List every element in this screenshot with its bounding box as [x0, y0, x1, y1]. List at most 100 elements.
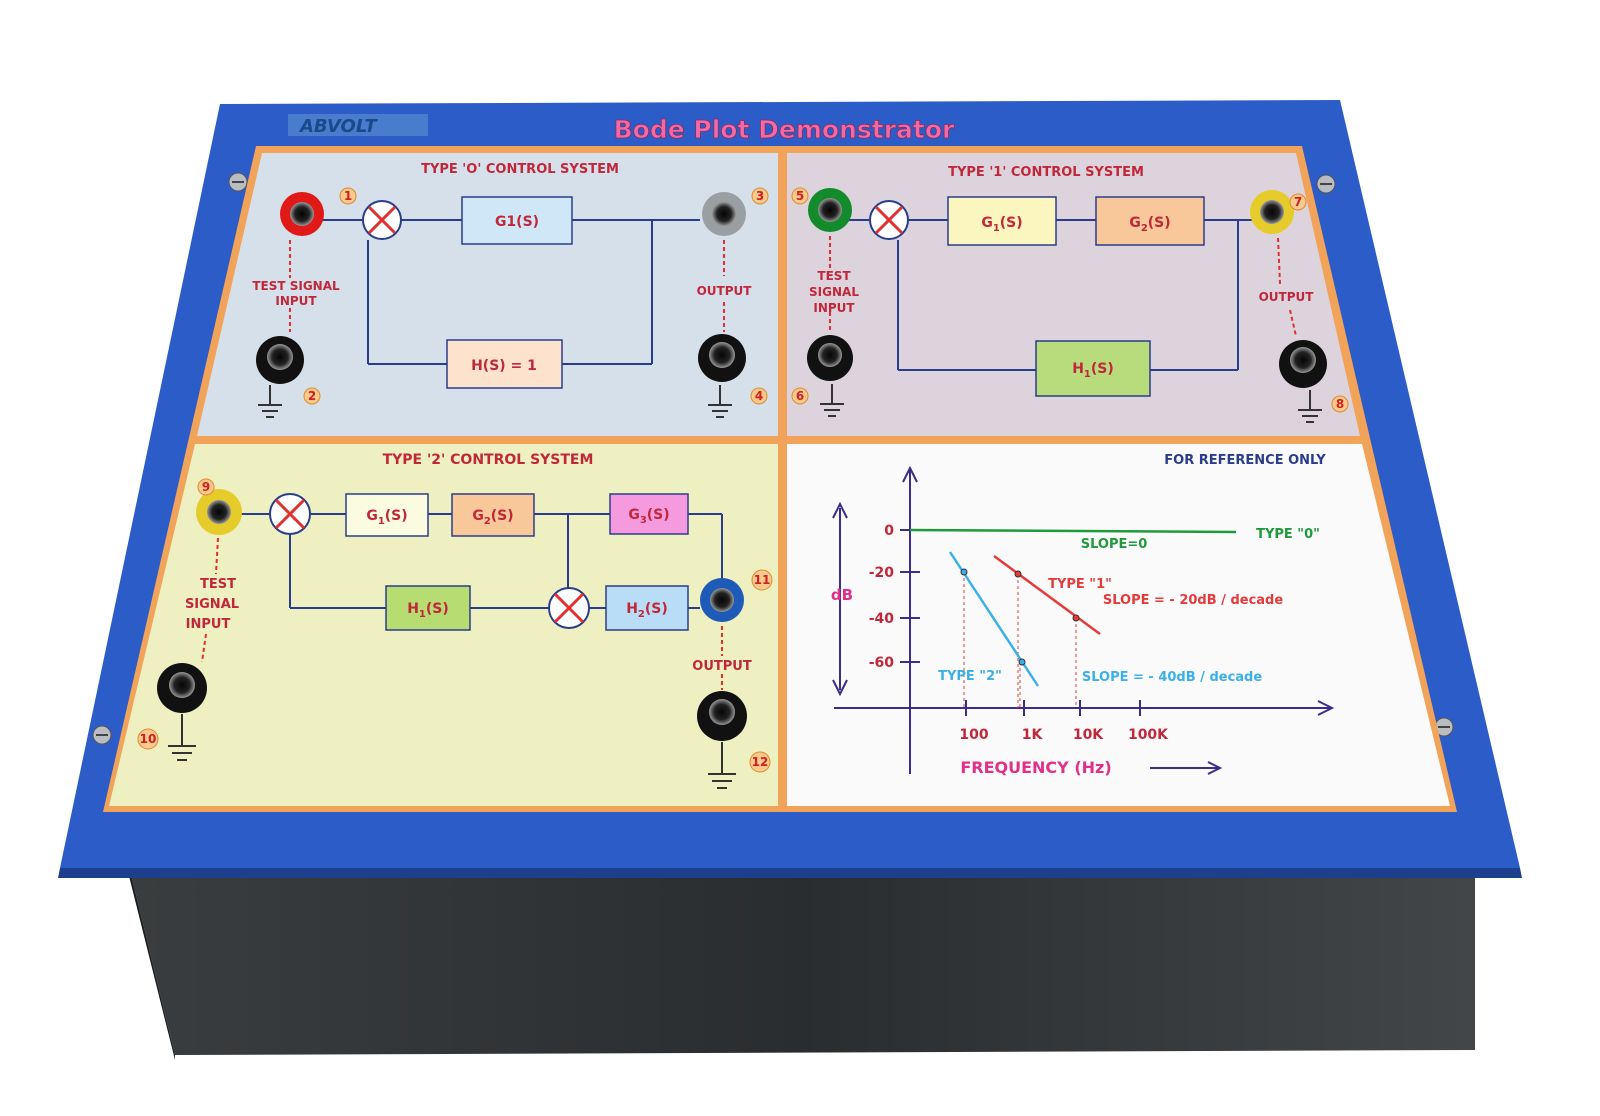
- input-label: INPUT: [186, 617, 231, 632]
- h1-label: H1(S): [1072, 361, 1114, 380]
- ground-socket-black[interactable]: [256, 336, 304, 384]
- brand-text: ABVOLT: [298, 116, 378, 137]
- type2-label: TYPE "2": [938, 669, 1002, 684]
- input-label: INPUT: [275, 294, 317, 308]
- type1-guides: [1017, 574, 1077, 708]
- output-label: OUTPUT: [692, 659, 752, 674]
- ground-socket-black[interactable]: [807, 335, 853, 381]
- type1-heading: TYPE '1' CONTROL SYSTEM: [948, 165, 1144, 180]
- output-socket-blue[interactable]: [700, 578, 744, 622]
- type2-heading: TYPE '2' CONTROL SYSTEM: [383, 452, 594, 468]
- input-label: TEST: [200, 577, 236, 592]
- enclosure-box: [128, 870, 1475, 1060]
- type1-wiring: [846, 219, 1252, 371]
- type2-point: [1018, 658, 1026, 666]
- h-label: H(S) = 1: [471, 358, 537, 374]
- terminal-number: 1: [344, 189, 352, 203]
- ground-icon: [258, 385, 282, 418]
- input-socket-red[interactable]: [280, 192, 324, 236]
- input-label: SIGNAL: [809, 285, 859, 299]
- summing-junction-icon: [869, 200, 909, 240]
- x-tick-label: 100K: [1128, 727, 1169, 743]
- terminal-number: 11: [754, 573, 771, 587]
- ground-socket-black[interactable]: [157, 663, 207, 713]
- type1-bg: [787, 153, 1360, 436]
- h-block: [446, 339, 563, 389]
- input-socket-yellow[interactable]: [196, 489, 242, 535]
- type0-section: TYPE 'O' CONTROL SYSTEM G1(S) H(S) = 1: [252, 162, 769, 418]
- input-label: TEST SIGNAL: [252, 279, 340, 293]
- signal-arrows: [201, 537, 723, 690]
- ground-icon: [1298, 390, 1322, 423]
- g1-label: G1(S): [495, 214, 539, 230]
- reference-bg: [787, 444, 1450, 806]
- input-label: TEST: [817, 269, 851, 283]
- screw-icon: [228, 172, 248, 192]
- terminal-number: 4: [755, 389, 763, 403]
- terminal-number: 2: [308, 389, 316, 403]
- terminal-number: 12: [752, 755, 769, 769]
- screw-icon: [92, 725, 112, 745]
- y-axis-label: dB: [831, 586, 853, 604]
- type2-slope: SLOPE = - 40dB / decade: [1082, 670, 1263, 685]
- header: ABVOLT Bode Plot Demonstrator: [288, 114, 955, 144]
- output-label: OUTPUT: [1259, 290, 1315, 304]
- output-label: OUTPUT: [697, 284, 753, 298]
- plot-axes: [832, 465, 1335, 775]
- x-tick-label: 100: [959, 727, 988, 743]
- output-socket-yellow[interactable]: [1250, 190, 1294, 234]
- output-ground-socket-black[interactable]: [1279, 340, 1327, 388]
- signal-arrows: [289, 240, 725, 332]
- input-label: INPUT: [813, 301, 855, 315]
- type0-bg: [197, 153, 778, 436]
- h1-block: [385, 585, 471, 631]
- terminal-number: 3: [756, 189, 764, 203]
- type1-curve: [993, 554, 1101, 636]
- terminal-number: 9: [202, 480, 210, 494]
- g3-block: [609, 493, 689, 535]
- summing-junction-icon: [362, 200, 402, 240]
- type2-guides: [963, 572, 1021, 708]
- screws: [92, 172, 1454, 745]
- x-tick-label: 10K: [1073, 727, 1104, 743]
- g2-label: G2(S): [1129, 215, 1170, 234]
- signal-arrows: [829, 236, 1297, 337]
- y-tick-label: -60: [869, 655, 895, 671]
- terminal-number: 7: [1294, 195, 1302, 209]
- reference-section: FOR REFERENCE ONLY dB FREQUENCY (Hz) 0-2…: [831, 453, 1335, 777]
- h2-block: [605, 585, 689, 631]
- page-title: Bode Plot Demonstrator: [614, 115, 955, 144]
- summing-junction-icon: [269, 493, 311, 535]
- terminal-number: 8: [1336, 397, 1344, 411]
- y-tick-label: -20: [869, 565, 895, 581]
- g2-block: [451, 493, 535, 537]
- type1-label: TYPE "1": [1048, 577, 1112, 592]
- h2-label: H2(S): [626, 601, 668, 620]
- g2-block: [1095, 196, 1205, 246]
- type1-slope: SLOPE = - 20dB / decade: [1103, 593, 1284, 608]
- type0-label: TYPE "0": [1256, 527, 1320, 542]
- input-socket-green[interactable]: [808, 188, 852, 232]
- g3-label: G3(S): [628, 507, 669, 526]
- summing-junction-icon: [548, 587, 590, 629]
- h1-block: [1035, 340, 1151, 397]
- screw-icon: [1316, 174, 1336, 194]
- output-socket-grey[interactable]: [702, 192, 746, 236]
- terminal-number: 10: [140, 732, 157, 746]
- terminal-number: 6: [796, 389, 804, 403]
- type2-wiring: [238, 513, 723, 609]
- reference-note: FOR REFERENCE ONLY: [1164, 453, 1326, 468]
- type1-point: [1072, 614, 1080, 622]
- x-axis-label: FREQUENCY (Hz): [960, 758, 1111, 777]
- g1-block: [461, 196, 573, 245]
- output-ground-socket-black[interactable]: [697, 691, 747, 741]
- g1-label: G1(S): [366, 508, 407, 527]
- type0-wiring: [318, 219, 700, 365]
- type0-slope: SLOPE=0: [1081, 537, 1148, 552]
- y-ticks: 0-20-40-60: [869, 523, 920, 671]
- output-ground-socket-black[interactable]: [698, 334, 746, 382]
- type2-section: TYPE '2' CONTROL SYSTEM G1(S): [137, 452, 773, 789]
- ground-icon: [820, 384, 844, 417]
